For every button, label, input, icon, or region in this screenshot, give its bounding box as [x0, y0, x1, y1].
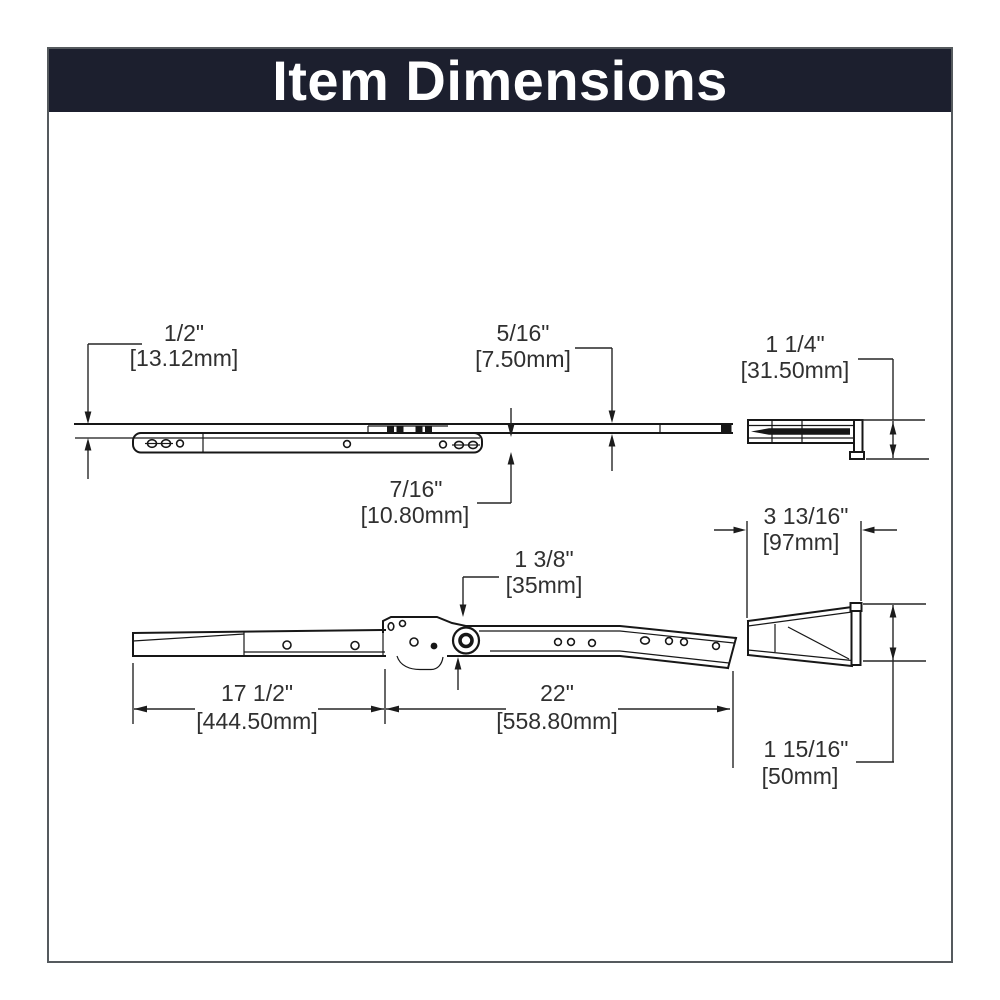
dimension-slide-thickness-mm-label: [13.12mm] [130, 345, 239, 371]
extended-slide-cross-section [746, 602, 863, 668]
header-bar: Item Dimensions [49, 49, 951, 112]
dimension-rail-thickness-inches-label: 5/16" [497, 320, 550, 346]
dimension-rail-thickness-mm-label: [7.50mm] [475, 346, 571, 372]
dimension-extended-height: 1 3/8" [35mm] [454, 546, 583, 690]
dimension-slide-thickness-inches-label: 1/2" [164, 320, 204, 346]
dimension-bracket-width-inches-label: 3 13/16" [764, 503, 849, 529]
rail-tongue [751, 428, 850, 435]
dimension-member-offset-mm-label: [10.80mm] [361, 502, 470, 528]
dimension-cabinet-member-length-inches-label: 17 1/2" [221, 680, 293, 706]
dimension-slide-thickness: 1/2" [13.12mm] [84, 320, 239, 479]
dimension-bracket-width-mm-label: [97mm] [763, 529, 840, 555]
mounting-leg [853, 419, 864, 454]
bracket-back-plate [850, 602, 862, 666]
dimension-member-offset: 7/16" [10.80mm] [361, 408, 515, 528]
closed-slide-cross-section [747, 419, 865, 460]
dimension-slide-length-inches-label: 22" [540, 680, 574, 706]
closed-slide-side-view [74, 423, 733, 454]
dimension-profile-height-mm-label: [31.50mm] [741, 357, 850, 383]
page-title: Item Dimensions [272, 48, 728, 112]
dimension-bracket-height-mm-label: [50mm] [762, 763, 839, 789]
cabinet-member-profile [132, 432, 483, 454]
dimension-bracket-height: 1 15/16" [50mm] [762, 603, 926, 789]
end-cap [721, 424, 732, 433]
dimension-cabinet-member-length: 17 1/2" [444.50mm] [132, 663, 386, 734]
dimension-profile-height: 1 1/4" [31.50mm] [741, 331, 929, 460]
content-frame: Item Dimensions [47, 47, 953, 963]
mounting-holes [145, 438, 480, 450]
dimension-rail-thickness: 5/16" [7.50mm] [475, 320, 616, 471]
dimension-bracket-width: 3 13/16" [97mm] [714, 503, 897, 618]
dimension-extended-height-inches-label: 1 3/8" [514, 546, 573, 572]
latch-teeth [367, 425, 448, 434]
extended-slide-side-view [131, 616, 738, 671]
dimension-extended-height-mm-label: [35mm] [506, 572, 583, 598]
roller-carriage [382, 616, 481, 671]
dimension-member-offset-inches-label: 7/16" [390, 476, 443, 502]
drawer-member-holes [553, 636, 721, 651]
roller-housing [396, 655, 444, 671]
dimension-slide-length-mm-label: [558.80mm] [496, 708, 617, 734]
dimension-slide-length: 22" [558.80mm] [386, 671, 734, 768]
dimension-cabinet-member-length-mm-label: [444.50mm] [196, 708, 317, 734]
dimension-bracket-height-inches-label: 1 15/16" [764, 736, 849, 762]
dimension-profile-height-inches-label: 1 1/4" [765, 331, 824, 357]
mounting-foot [849, 451, 865, 460]
